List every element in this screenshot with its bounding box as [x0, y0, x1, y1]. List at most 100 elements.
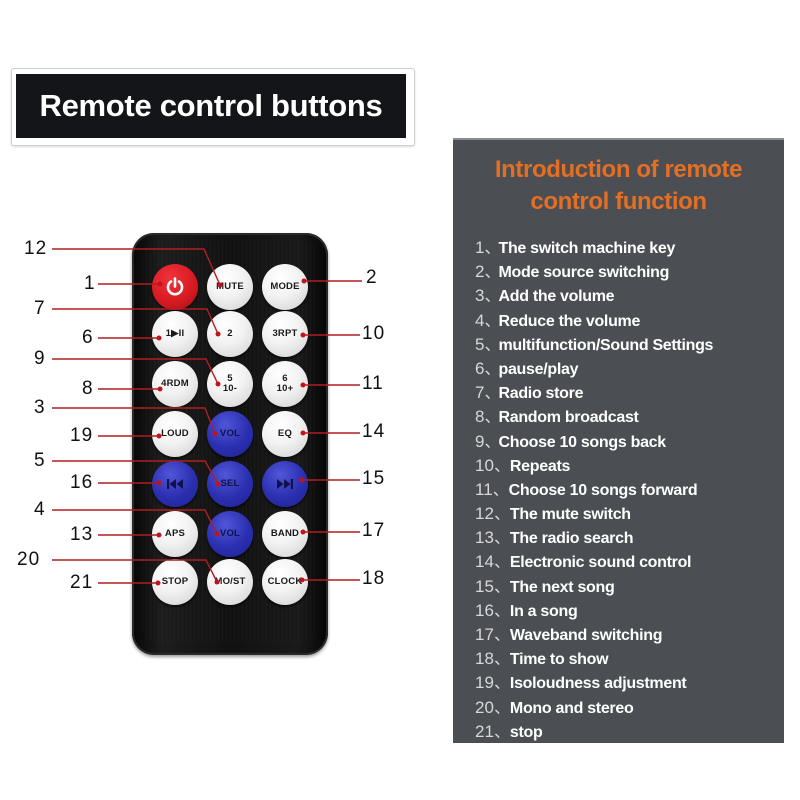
function-label: Choose 10 songs forward: [508, 481, 698, 499]
function-number: 9: [475, 431, 485, 451]
function-number: 21: [475, 721, 494, 741]
repeat-3-button[interactable]: 3RPT: [262, 311, 308, 357]
play-pause-1-button[interactable]: 1▶II: [152, 311, 198, 357]
callout-3: 3: [34, 397, 46, 418]
callout-7: 7: [34, 298, 46, 319]
callout-10: 10: [362, 323, 386, 344]
function-list-item: 16、In a song: [475, 599, 780, 623]
function-label: The radio search: [509, 530, 634, 548]
function-list-item: 20、Mono and stereo: [475, 696, 780, 720]
function-number: 13: [475, 528, 494, 548]
function-number: 19: [475, 673, 494, 693]
function-list-item: 3、Add the volume: [475, 284, 780, 308]
function-number: 4: [475, 310, 485, 330]
mono-stereo-label: MO/ST: [214, 576, 246, 587]
power-button[interactable]: [152, 264, 198, 310]
function-label: The mute switch: [509, 506, 631, 524]
clock-label: CLOCK: [267, 576, 303, 587]
callout-14: 14: [362, 421, 386, 442]
function-label: The switch machine key: [498, 240, 676, 257]
function-list-item: 13、The radio search: [475, 526, 780, 550]
callout-15: 15: [362, 468, 386, 489]
mode-button[interactable]: MODE: [262, 264, 308, 310]
function-number: 14: [475, 552, 494, 572]
function-separator: 、: [494, 699, 510, 717]
next-track-button[interactable]: [262, 461, 308, 507]
function-list-item: 11、Choose 10 songs forward: [475, 478, 780, 502]
callout-13: 13: [70, 524, 94, 545]
select-label: SEL: [220, 478, 240, 489]
callout-11: 11: [362, 373, 384, 394]
aps-button[interactable]: APS: [152, 511, 198, 557]
function-list-item: 18、Time to show: [475, 647, 780, 671]
function-label: Mode source switching: [498, 264, 670, 282]
callout-19: 19: [70, 425, 94, 446]
function-separator: 、: [494, 651, 510, 669]
back-10-button[interactable]: 5 10-: [207, 361, 253, 407]
function-label: stop: [509, 723, 543, 741]
function-separator: 、: [494, 506, 510, 524]
repeat-label: 3RPT: [272, 328, 298, 339]
function-number: 3: [475, 286, 485, 306]
mono-stereo-button[interactable]: MO/ST: [207, 559, 253, 605]
volume-down-button[interactable]: VOL: [207, 511, 253, 557]
previous-track-button[interactable]: [152, 461, 198, 507]
function-number: 11: [475, 479, 493, 499]
mute-button[interactable]: MUTE: [207, 264, 253, 310]
panel-title: Introduction of remote control function: [453, 154, 784, 218]
minus-10-label: 10-: [222, 383, 238, 394]
function-label: The next song: [509, 578, 615, 596]
callout-18: 18: [362, 568, 386, 589]
function-number: 15: [475, 576, 494, 596]
callout-21: 21: [70, 572, 94, 593]
function-separator: 、: [484, 240, 501, 257]
function-label: Random broadcast: [498, 409, 639, 427]
callout-1: 1: [84, 273, 96, 294]
function-number: 17: [475, 625, 494, 644]
band-button[interactable]: BAND: [262, 511, 308, 557]
forward-10-button[interactable]: 6 10+: [262, 361, 308, 407]
callout-16: 16: [70, 472, 94, 493]
random-4-button[interactable]: 4RDM: [152, 361, 198, 407]
stop-label: STOP: [161, 576, 189, 587]
function-separator: 、: [494, 723, 510, 741]
function-list-item: 15、The next song: [475, 575, 780, 599]
function-separator: 、: [494, 602, 510, 620]
function-list-item: 17、Waveband switching: [475, 623, 780, 647]
function-separator: 、: [484, 264, 501, 282]
function-label: Repeats: [509, 457, 571, 475]
loud-label: LOUD: [161, 428, 189, 439]
function-list-item: 10、Repeats: [475, 454, 780, 478]
eq-label: EQ: [277, 428, 293, 439]
function-label: Isoloudness adjustment: [509, 675, 687, 693]
function-list-item: 19、Isoloudness adjustment: [475, 671, 780, 695]
select-button[interactable]: SEL: [207, 461, 253, 507]
loud-button[interactable]: LOUD: [152, 411, 198, 457]
number-2-button[interactable]: 2: [207, 311, 253, 357]
function-separator: 、: [494, 457, 510, 475]
function-number: 8: [475, 407, 485, 427]
function-label: pause/play: [498, 360, 579, 378]
next-track-icon: [277, 479, 293, 489]
eq-button[interactable]: EQ: [262, 411, 308, 457]
callout-4: 4: [34, 499, 46, 520]
function-number: 6: [475, 358, 485, 378]
function-label: In a song: [509, 602, 578, 620]
function-label: Reduce the volume: [498, 312, 641, 330]
number-6-label: 6: [282, 373, 288, 384]
mode-label: MODE: [270, 281, 300, 292]
mute-label: MUTE: [216, 281, 244, 292]
stop-button[interactable]: STOP: [152, 559, 198, 605]
function-list: 1、The switch machine key 2、Mode source s…: [475, 236, 780, 744]
aps-label: APS: [164, 528, 186, 539]
function-number: 16: [475, 600, 494, 620]
function-number: 2: [475, 262, 485, 282]
function-intro-panel: Introduction of remote control function …: [453, 138, 784, 743]
volume-up-button[interactable]: VOL: [207, 411, 253, 457]
callout-9: 9: [34, 348, 46, 369]
function-number: 5: [475, 334, 485, 354]
volume-up-label: VOL: [219, 428, 241, 439]
clock-button[interactable]: CLOCK: [262, 559, 308, 605]
function-list-item: 8、Random broadcast: [475, 405, 780, 429]
number-5-label: 5: [227, 373, 233, 384]
